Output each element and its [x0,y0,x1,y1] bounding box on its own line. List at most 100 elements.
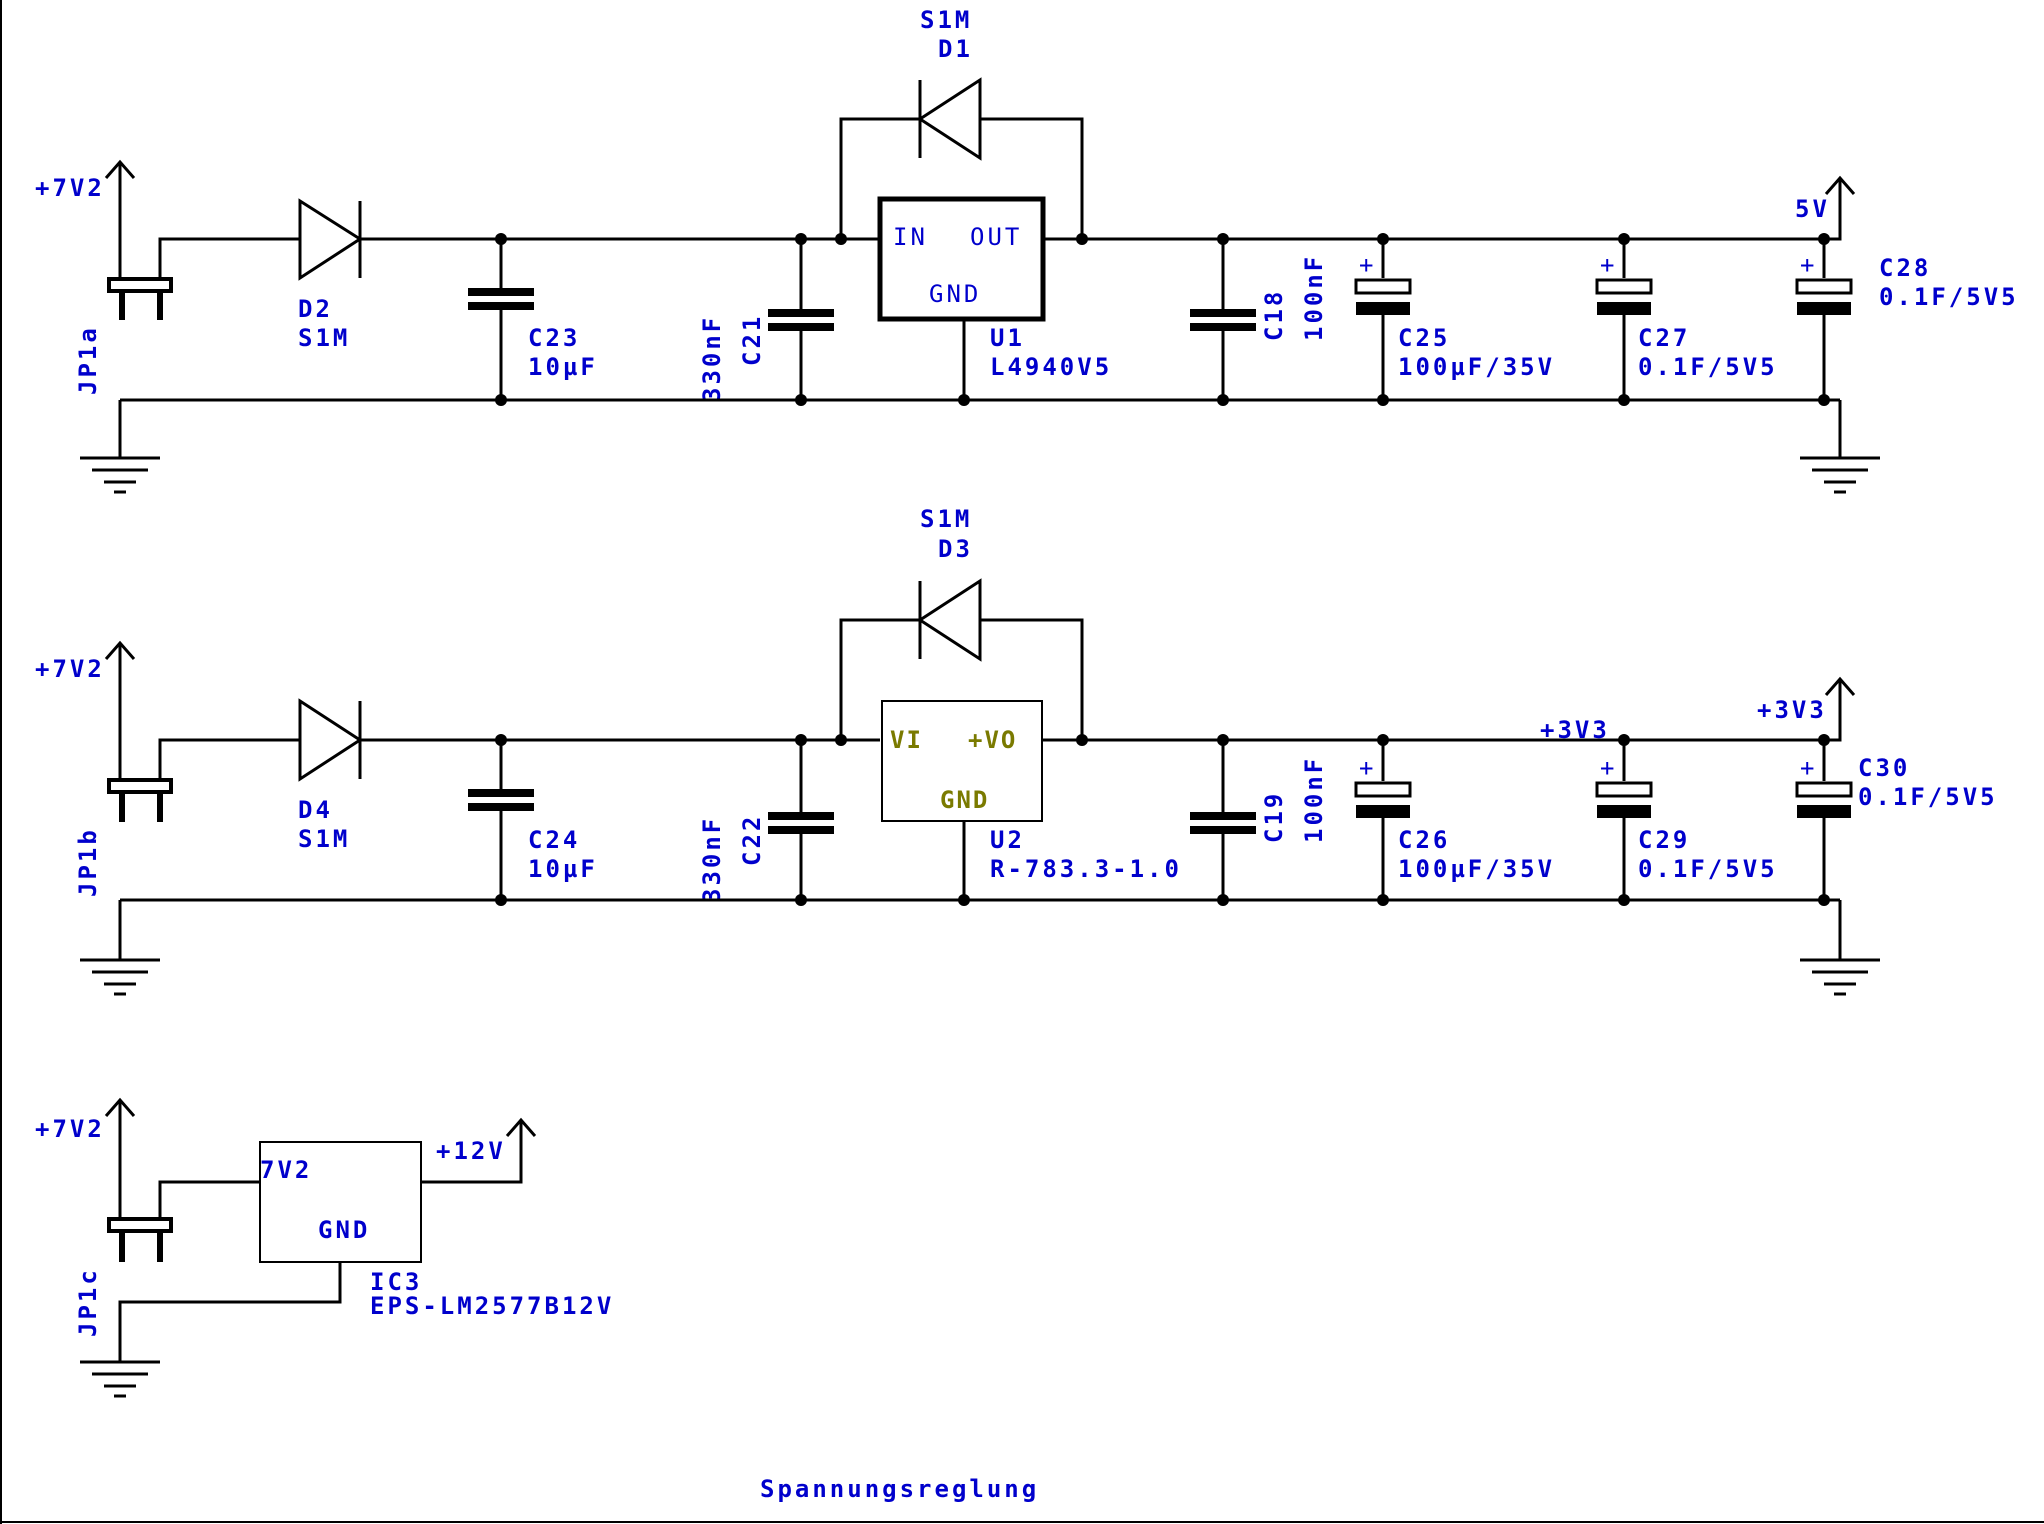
supply-label-7v2-c: +7V2 [35,1115,105,1143]
ground-symbol-right-a [1800,456,1880,494]
ground-symbol-left-b [80,958,160,996]
u2-pin-vo: +VO [968,726,1017,754]
connector-label-jp1a: JP1a [74,325,102,395]
supply-arrow-12v: +12V [436,1117,537,1165]
supply-label-5v: 5V [1795,195,1830,223]
capacitor-c26: + C26 100µF/35V [1354,740,1555,900]
regulator-3v3-section: +7V2 JP1b D4 S1M C24 10µF [35,505,1998,996]
connector-jp1b: JP1b [74,778,173,897]
capacitor-c26-value: 100µF/35V [1398,855,1555,883]
regulator-ic-u1: IN OUT GND U1 L4940V5 [877,196,1112,400]
connector-label-jp1c: JP1c [74,1267,102,1337]
capacitor-c24-value: 10µF [528,855,598,883]
ground-symbol-left-a [80,456,160,494]
diode-d1-name: D1 [938,35,973,63]
diode-d4-name: D4 [298,796,333,824]
diode-d3-value: S1M [920,505,972,533]
connector-jp1a: JP1a [74,277,173,395]
capacitor-c19: C19 100nF [1190,740,1328,900]
diode-d3: S1M D3 [839,505,1084,740]
capacitor-c19-name: C19 [1260,791,1288,843]
capacitor-c30-value: 0.1F/5V5 [1858,783,1998,811]
u1-name: U1 [990,324,1025,352]
capacitor-c21: C21 330nF [698,239,834,402]
diode-d2: D2 S1M [298,198,363,352]
capacitor-c22-value: 330nF [698,816,726,903]
u2-name: U2 [990,826,1025,854]
regulator-12v-section: +7V2 JP1c 7V2 GND IC3 EPS-LM2577B12V +12… [35,1097,614,1398]
capacitor-c30-polarity: + [1800,754,1817,782]
diode-d4-value: S1M [298,825,350,853]
capacitor-c27-polarity: + [1600,251,1617,279]
diode-d2-value: S1M [298,324,350,352]
capacitor-c24: C24 10µF [468,740,598,900]
capacitor-c29-polarity: + [1600,754,1617,782]
u1-pin-out: OUT [970,223,1022,251]
capacitor-c18: C18 100nF [1190,239,1328,400]
capacitor-c26-name: C26 [1398,826,1450,854]
diode-d1-value: S1M [920,6,972,34]
capacitor-c23: C23 10µF [468,239,598,400]
capacitor-c18-name: C18 [1260,289,1288,341]
ground-symbol-right-b [1800,958,1880,996]
diode-d1: S1M D1 [839,6,1084,239]
connector-label-jp1b: JP1b [74,827,102,897]
supply-label-12v: +12V [436,1137,506,1165]
capacitor-c25-polarity: + [1359,251,1376,279]
capacitor-c27: + C27 0.1F/5V5 [1595,239,1778,400]
capacitor-c24-name: C24 [528,826,580,854]
supply-arrow-7v2-b: +7V2 [35,640,136,785]
u1-value: L4940V5 [990,353,1112,381]
capacitor-c27-name: C27 [1638,324,1690,352]
capacitor-c28-value: 0.1F/5V5 [1879,283,2019,311]
capacitor-c28-name: C28 [1879,254,1931,282]
capacitor-c25-value: 100µF/35V [1398,353,1555,381]
capacitor-c29: + C29 0.1F/5V5 +3V3 [1540,716,1778,900]
ic3-pin-in: 7V2 [260,1156,312,1184]
connector-jp1c: JP1c [74,1217,173,1337]
sheet-title: Spannungsreglung [760,1475,1039,1503]
ground-symbol-c [80,1360,160,1398]
capacitor-c28-polarity: + [1800,251,1817,279]
capacitor-c19-value: 100nF [1300,756,1328,843]
capacitor-c25: + C25 100µF/35V [1354,239,1555,400]
supply-label-7v2-b: +7V2 [35,655,105,683]
capacitor-c23-name: C23 [528,324,580,352]
diode-d4: D4 S1M [298,698,363,853]
capacitor-c23-value: 10µF [528,353,598,381]
capacitor-c18-value: 100nF [1300,254,1328,341]
supply-arrow-5v: 5V [1795,175,1856,241]
ic3-name: IC3 [370,1268,422,1296]
capacitor-c29-name: C29 [1638,826,1690,854]
converter-ic3: 7V2 GND IC3 EPS-LM2577B12V [259,1141,614,1320]
regulator-ic-u2: VI +VO GND U2 R-783.3-1.0 [881,700,1182,900]
regulator-5v-section: +7V2 JP1a D2 S1M C23 10µF [35,6,2019,494]
capacitor-c22: C22 330nF [698,740,834,903]
diode-d3-name: D3 [938,535,973,563]
supply-label-3v3: +3V3 [1757,696,1827,724]
ic3-value: EPS-LM2577B12V [370,1292,614,1320]
supply-arrow-3v3: +3V3 [1757,676,1856,742]
supply-arrow-7v2-a: +7V2 [35,159,136,285]
capacitor-c26-polarity: + [1359,754,1376,782]
capacitor-c29-value: 0.1F/5V5 [1638,855,1778,883]
u1-pin-in: IN [893,223,928,251]
capacitor-c27-value: 0.1F/5V5 [1638,353,1778,381]
u2-pin-gnd: GND [940,786,989,814]
capacitor-c25-name: C25 [1398,324,1450,352]
capacitor-c30-name: C30 [1858,754,1910,782]
u1-pin-gnd: GND [929,280,981,308]
u2-value: R-783.3-1.0 [990,855,1182,883]
capacitor-c21-value: 330nF [698,315,726,402]
u2-pin-vi: VI [890,726,923,754]
capacitor-c22-name: C22 [738,814,766,866]
supply-label-7v2-a: +7V2 [35,174,105,202]
capacitor-c30: + C30 0.1F/5V5 [1795,740,1998,900]
net-label-3v3: +3V3 [1540,716,1610,744]
capacitor-c21-name: C21 [738,314,766,366]
ic3-pin-gnd: GND [318,1216,370,1244]
diode-d2-name: D2 [298,295,333,323]
capacitor-c28: + C28 0.1F/5V5 [1795,239,2019,400]
supply-arrow-7v2-c: +7V2 [35,1097,136,1224]
